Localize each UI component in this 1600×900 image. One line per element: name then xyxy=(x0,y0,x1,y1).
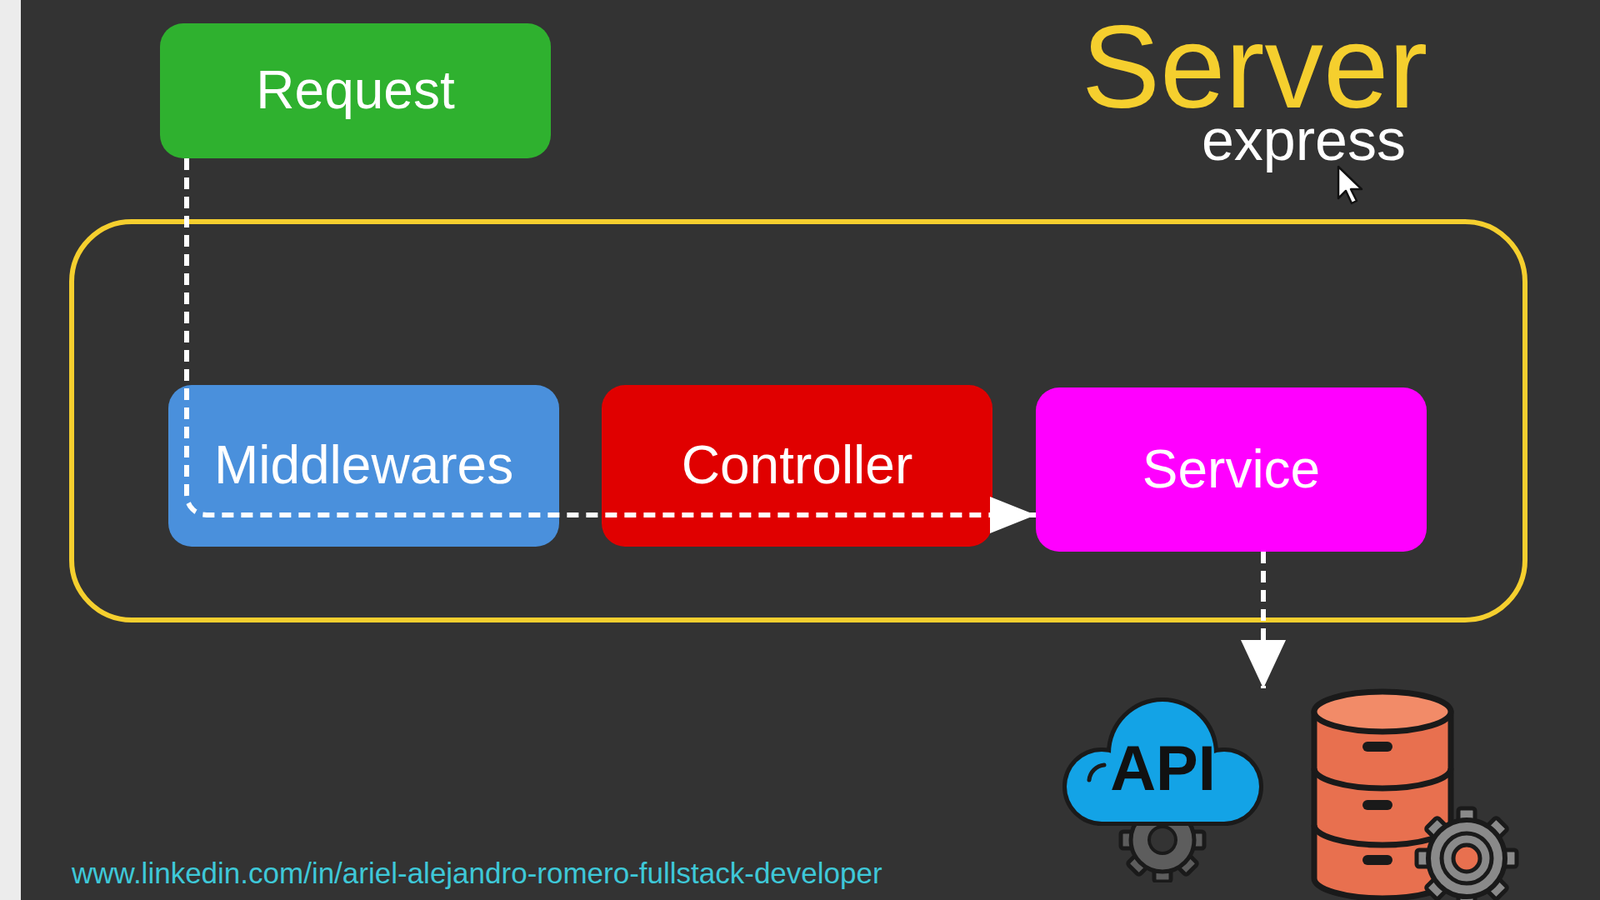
api-cloud: API xyxy=(1055,688,1270,883)
flow-arrow xyxy=(186,158,1036,515)
controller-box: Controller xyxy=(601,385,993,547)
database-icon xyxy=(1314,691,1517,900)
server-container: ServerexpressMiddlewaresControllerServic… xyxy=(69,219,1528,623)
node-label: Request xyxy=(255,60,455,122)
request-box: Request xyxy=(160,23,551,159)
node-label: Middlewares xyxy=(214,435,514,497)
flow-arrow xyxy=(1260,551,1266,689)
node-label: Service xyxy=(1142,439,1320,501)
server-subtitle: express xyxy=(1201,110,1406,170)
service-box: Service xyxy=(1035,387,1427,552)
url-label: www.linkedin.com/in/ariel-alejandro-rome… xyxy=(71,856,883,890)
node-label: Controller xyxy=(681,435,913,497)
left-strip xyxy=(0,0,21,900)
mouse-cursor xyxy=(1338,166,1362,204)
middleware-box: Middlewares xyxy=(168,385,560,547)
api-label: API xyxy=(1055,736,1270,800)
server-title: Server xyxy=(1081,8,1428,126)
